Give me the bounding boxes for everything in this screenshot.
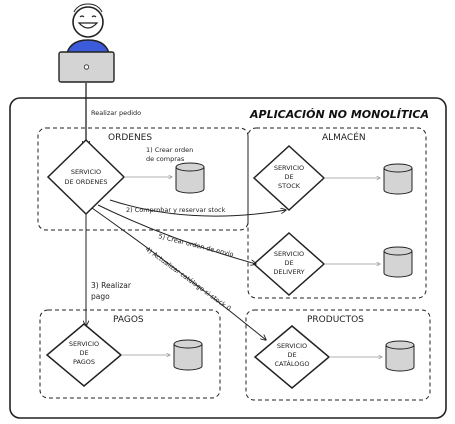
group-productos — [245, 309, 431, 401]
app-title: APLICACIÓN NO MONOLÍTICA — [249, 108, 429, 121]
service-stock-line2: DE — [284, 173, 293, 181]
service-delivery: SERVICIO DE DELIVERY — [252, 231, 326, 297]
service-pagos-line2: DE — [79, 349, 88, 357]
service-delivery-line1: SERVICIO — [274, 250, 304, 258]
edge-1-line1: 1) Crear orden — [146, 146, 193, 154]
service-stock-line3: STOCK — [278, 182, 301, 190]
edge-4-arrow — [91, 207, 266, 340]
group-almacen-label: ALMACÉN — [322, 131, 366, 143]
group-pagos — [39, 309, 221, 399]
group-almacen — [247, 127, 427, 299]
service-delivery-line2: DE — [284, 259, 293, 267]
service-catalogo-line1: SERVICIO — [277, 342, 307, 350]
edge-2-label: 2) Comprobar y reservar stock — [126, 206, 226, 214]
laptop-icon — [58, 51, 115, 83]
database-icon-stock — [383, 163, 413, 195]
service-catalogo-line2: DE — [287, 351, 296, 359]
group-ordenes — [37, 127, 249, 231]
database-icon-catalogo — [385, 340, 415, 372]
service-pagos-line3: PAGOS — [73, 358, 95, 366]
service-ordenes-line1: SERVICIO — [71, 168, 101, 176]
database-icon-ordenes — [175, 162, 205, 194]
service-stock: SERVICIO DE STOCK — [252, 144, 326, 212]
edge-1-line2: de compras — [146, 155, 185, 163]
edge-5-arrow — [97, 204, 256, 264]
service-pagos: SERVICIO DE PAGOS — [45, 323, 123, 387]
service-catalogo: SERVICIO DE CATÁLOGO — [253, 325, 331, 389]
service-delivery-line3: DELIVERY — [273, 268, 304, 276]
group-productos-label: PRODUCTOS — [307, 315, 364, 325]
user-icon — [65, 3, 111, 59]
user-action-label: Realizar pedido — [91, 109, 141, 117]
app-container — [9, 97, 447, 419]
service-pagos-line1: SERVICIO — [69, 340, 99, 348]
group-ordenes-label: ORDENES — [108, 133, 152, 143]
service-ordenes-line2: DE ORDENES — [64, 178, 107, 186]
service-ordenes: SERVICIO DE ORDENES — [46, 138, 126, 216]
group-pagos-label: PAGOS — [113, 315, 144, 325]
edge-2-arrow — [109, 199, 286, 217]
edge-5-label: 5) Crear orden de envío — [158, 232, 235, 258]
edge-3-line1: 3) Realizar — [91, 281, 132, 290]
edge-3-line2: pago — [91, 292, 110, 301]
database-icon-pagos — [173, 339, 203, 371]
database-icon-delivery — [383, 246, 413, 278]
service-catalogo-line3: CATÁLOGO — [274, 359, 309, 368]
service-stock-line1: SERVICIO — [274, 164, 304, 172]
